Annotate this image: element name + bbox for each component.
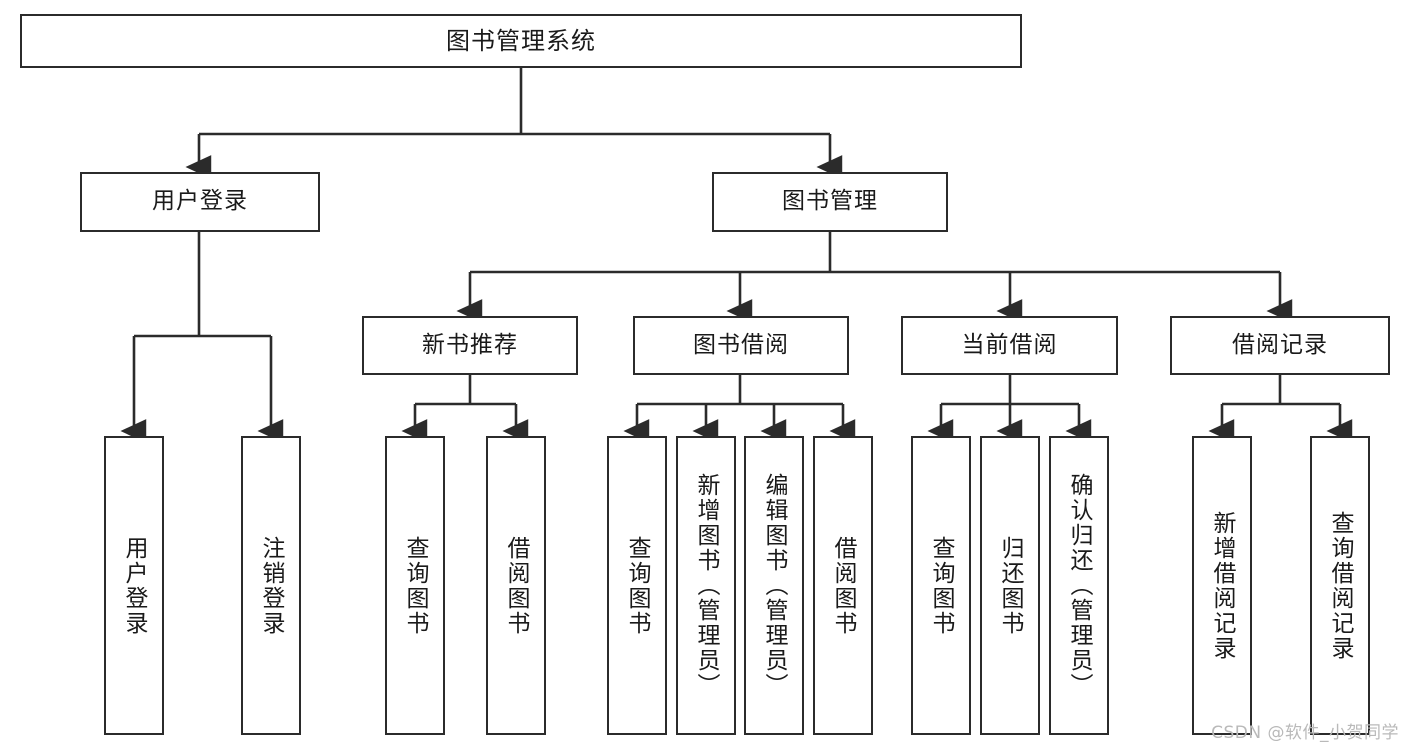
node-label: 查询借阅记录 [1327,510,1354,661]
node-book-management[interactable]: 图书管理 [712,172,948,232]
node-leaf-query-borrow-record[interactable]: 查询借阅记录 [1310,436,1370,735]
node-label: 借阅图书 [830,535,857,636]
node-label: 查询图书 [624,535,651,636]
node-leaf-query-book-recommend[interactable]: 查询图书 [385,436,445,735]
node-label: 借阅记录 [1232,331,1328,358]
node-current-borrow[interactable]: 当前借阅 [901,316,1118,375]
node-label: 编辑图书（管理员） [761,473,788,698]
node-label: 归还图书 [997,535,1024,636]
node-label: 图书管理系统 [446,26,596,55]
node-label: 借阅图书 [503,535,530,636]
node-label: 新增图书（管理员） [693,473,720,698]
node-label: 确认归还（管理员） [1066,473,1093,698]
node-root-book-management-system[interactable]: 图书管理系统 [20,14,1022,68]
node-label: 用户登录 [121,535,148,636]
node-label: 注销登录 [258,535,285,636]
node-leaf-add-borrow-record[interactable]: 新增借阅记录 [1192,436,1252,735]
node-leaf-add-book-admin[interactable]: 新增图书（管理员） [676,436,736,735]
node-label: 新书推荐 [422,331,518,358]
node-label: 当前借阅 [961,331,1058,358]
node-book-borrow[interactable]: 图书借阅 [633,316,849,375]
node-leaf-query-book-borrow[interactable]: 查询图书 [607,436,667,735]
node-leaf-query-book-current[interactable]: 查询图书 [911,436,971,735]
node-borrow-record[interactable]: 借阅记录 [1170,316,1390,375]
csdn-watermark: CSDN @软件_小贺同学 [1211,723,1399,743]
node-label: 查询图书 [402,535,429,636]
node-leaf-confirm-return-admin[interactable]: 确认归还（管理员） [1049,436,1109,735]
node-leaf-user-login[interactable]: 用户登录 [104,436,164,735]
node-label: 图书借阅 [693,331,789,358]
node-label: 用户登录 [152,188,248,215]
node-label: 图书管理 [782,188,878,215]
node-leaf-user-logout[interactable]: 注销登录 [241,436,301,735]
node-leaf-return-book[interactable]: 归还图书 [980,436,1040,735]
node-label: 查询图书 [928,535,955,636]
node-leaf-borrow-book-recommend[interactable]: 借阅图书 [486,436,546,735]
node-label: 新增借阅记录 [1209,510,1236,661]
node-new-book-recommend[interactable]: 新书推荐 [362,316,578,375]
node-user-login[interactable]: 用户登录 [80,172,320,232]
node-leaf-borrow-book[interactable]: 借阅图书 [813,436,873,735]
node-leaf-edit-book-admin[interactable]: 编辑图书（管理员） [744,436,804,735]
